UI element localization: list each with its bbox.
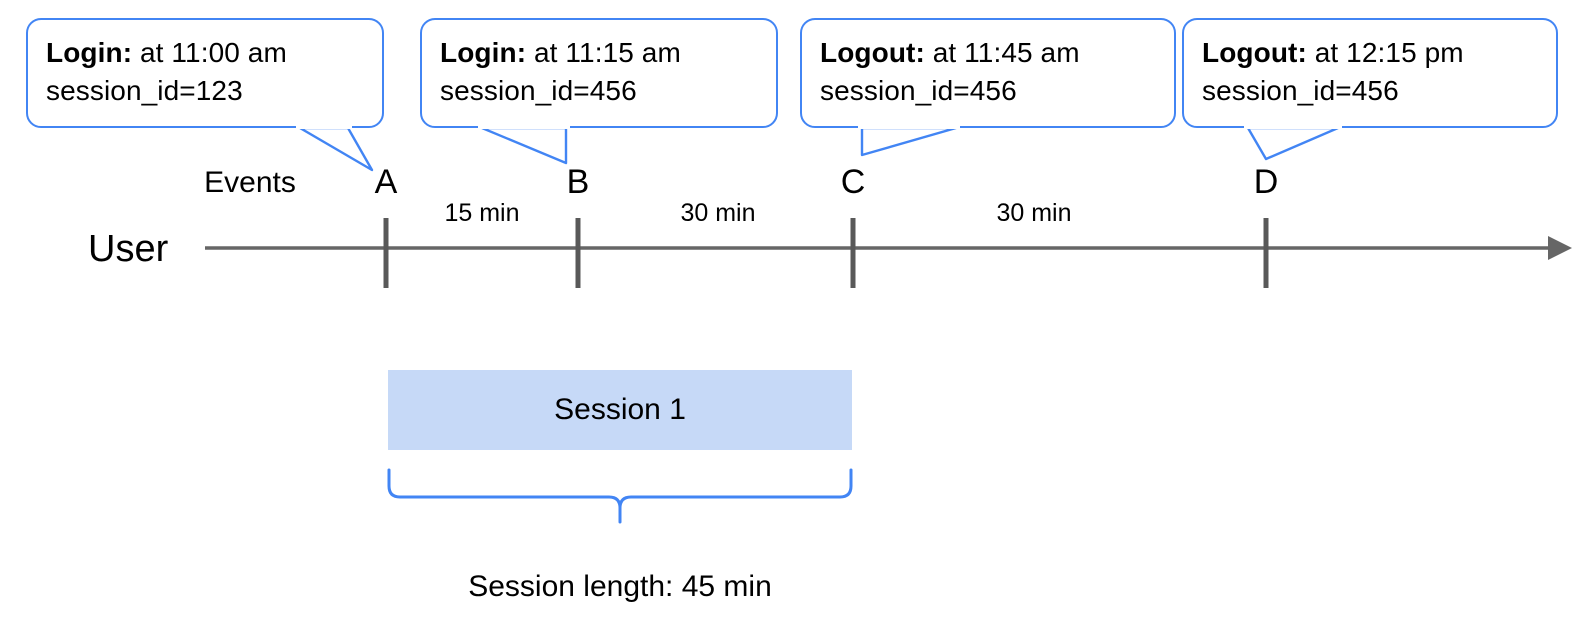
callout-d-kind: Logout: [1202, 37, 1307, 68]
session-brace [387, 468, 853, 524]
callout-b-session-id: session_id=456 [440, 75, 637, 106]
callout-bubble-b[interactable]: Login: at 11:15 am session_id=456 [420, 18, 778, 128]
callout-c-session-id: session_id=456 [820, 75, 1017, 106]
lane-label-user: User [88, 228, 169, 270]
callout-d-session-id: session_id=456 [1202, 75, 1399, 106]
callout-d-tail [1246, 126, 1340, 161]
event-label-d: D [1253, 163, 1279, 201]
callout-c-tail [860, 126, 958, 157]
callout-bubble-c[interactable]: Logout: at 11:45 am session_id=456 [800, 18, 1176, 128]
event-label-a: A [374, 163, 398, 201]
gap-label-b-c: 30 min [680, 199, 756, 227]
events-label: Events [204, 166, 296, 199]
callout-d-line1: Logout: at 12:15 pm [1202, 34, 1538, 72]
callout-c-time: at 11:45 am [924, 37, 1080, 68]
callout-a-kind: Login: [46, 37, 133, 68]
session-bar[interactable]: Session 1 [388, 370, 852, 450]
callout-b-time: at 11:15 am [526, 37, 681, 68]
callout-bubble-d[interactable]: Logout: at 12:15 pm session_id=456 [1182, 18, 1558, 128]
callout-c-kind: Logout: [820, 37, 925, 68]
session-length-caption: Session length: 45 min [468, 570, 772, 603]
gap-label-c-d: 30 min [996, 199, 1072, 227]
session-bar-label: Session 1 [554, 393, 686, 426]
callout-c-line1: Logout: at 11:45 am [820, 34, 1156, 72]
event-label-c: C [840, 163, 866, 201]
callout-d-time: at 12:15 pm [1306, 37, 1464, 68]
callout-b-tail [480, 126, 568, 165]
gap-label-a-b: 15 min [444, 199, 520, 227]
callout-a-line1: Login: at 11:00 am [46, 34, 364, 72]
callout-a-time: at 11:00 am [132, 37, 287, 68]
callout-bubble-a[interactable]: Login: at 11:00 am session_id=123 [26, 18, 384, 128]
event-label-b: B [566, 163, 590, 201]
callout-b-kind: Login: [440, 37, 527, 68]
callout-b-line1: Login: at 11:15 am [440, 34, 758, 72]
callout-a-session-id: session_id=123 [46, 75, 243, 106]
timeline-axis-arrow-icon [1548, 236, 1572, 260]
